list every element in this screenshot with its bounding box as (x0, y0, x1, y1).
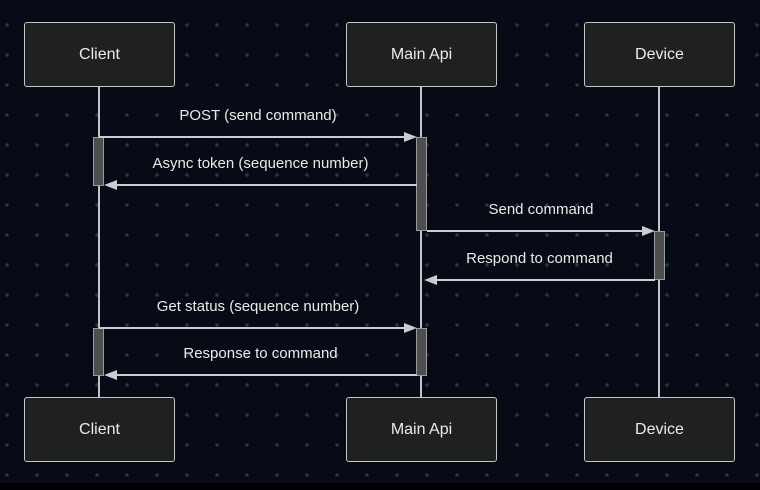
actor-label-device: Device (635, 420, 684, 438)
message-line (427, 230, 644, 232)
message-label: Send command (488, 201, 594, 218)
actor-box-client-top: Client (24, 22, 175, 87)
actor-label-client: Client (79, 45, 120, 63)
activation-client-1 (93, 137, 104, 186)
actor-box-mainapi-top: Main Api (346, 22, 497, 87)
actor-label-client: Client (79, 420, 120, 438)
message-label: Response to command (183, 345, 338, 362)
message-line (99, 327, 406, 329)
arrowhead-left-icon (424, 275, 437, 285)
message-async-token: Async token (sequence number) (104, 154, 417, 190)
message-line (115, 184, 417, 186)
arrowhead-right-icon (404, 132, 417, 142)
message-line (435, 279, 655, 281)
message-respond-to-command: Respond to command (424, 249, 655, 285)
message-label: Respond to command (466, 250, 613, 267)
actor-box-mainapi-bottom: Main Api (346, 397, 497, 462)
message-label: Get status (sequence number) (156, 298, 360, 315)
message-label: Async token (sequence number) (152, 155, 369, 172)
lifeline-mainapi (420, 87, 422, 397)
arrowhead-right-icon (642, 226, 655, 236)
arrowhead-left-icon (104, 180, 117, 190)
message-get-status: Get status (sequence number) (99, 297, 417, 333)
activation-client-2 (93, 328, 104, 376)
arrowhead-right-icon (404, 323, 417, 333)
message-response-to-command: Response to command (104, 344, 417, 380)
actor-box-client-bottom: Client (24, 397, 175, 462)
activation-mainapi-1 (416, 137, 427, 231)
message-line (115, 374, 417, 376)
actor-box-device-top: Device (584, 22, 735, 87)
arrowhead-left-icon (104, 370, 117, 380)
activation-mainapi-2 (416, 328, 427, 376)
actor-label-mainapi: Main Api (390, 420, 453, 438)
message-label: POST (send command) (179, 107, 337, 124)
lifeline-client (98, 87, 100, 397)
message-send-command: Send command (427, 200, 655, 236)
bottom-black-bar (0, 483, 760, 490)
activation-device-1 (654, 231, 665, 280)
message-line (99, 136, 406, 138)
message-post-send-command: POST (send command) (99, 106, 417, 142)
actor-label-device: Device (635, 45, 684, 63)
actor-label-mainapi: Main Api (390, 45, 453, 63)
actor-box-device-bottom: Device (584, 397, 735, 462)
